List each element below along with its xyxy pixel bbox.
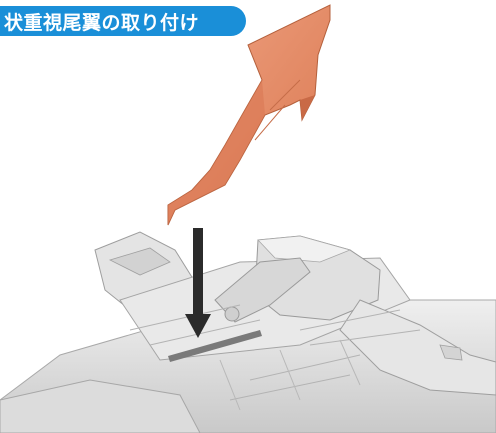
model-body	[0, 231, 496, 433]
page-title: 状重視尾翼の取り付け	[4, 11, 200, 34]
tail-fin-part	[167, 4, 331, 226]
title-banner: 状重視尾翼の取り付け	[0, 6, 246, 36]
down-arrow-icon	[185, 228, 211, 338]
